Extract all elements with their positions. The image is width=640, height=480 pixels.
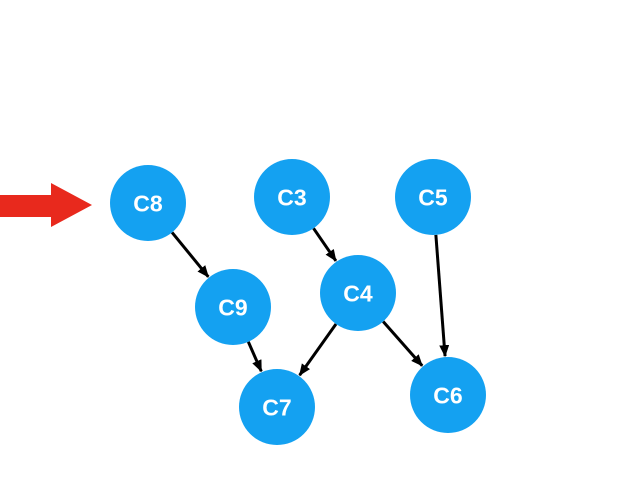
node-C5: [395, 159, 471, 235]
red-pointer-arrow: [0, 183, 92, 227]
pointer-layer: [0, 183, 92, 227]
edge-C4-to-C6: [382, 320, 424, 367]
edge-C9-to-C7: [246, 341, 263, 373]
node-C8: [110, 165, 186, 241]
node-label-C7: C7: [262, 394, 291, 420]
node-C9: [195, 269, 271, 345]
edge-C5-to-C6: [434, 234, 450, 358]
node-label-C8: C8: [133, 190, 163, 216]
node-C3: [254, 159, 330, 235]
node-label-C3: C3: [277, 184, 306, 210]
node-C6: [410, 357, 486, 433]
edge-C8-to-C9: [170, 231, 210, 278]
edge-C4-to-C7: [298, 323, 338, 377]
graph-edges: [170, 227, 450, 377]
node-C7: [239, 369, 315, 445]
edge-C3-to-C4: [312, 227, 338, 262]
node-label-C6: C6: [433, 382, 462, 408]
node-label-C4: C4: [343, 280, 373, 306]
node-label-C9: C9: [218, 294, 247, 320]
node-label-C5: C5: [418, 184, 448, 210]
node-C4: [320, 255, 396, 331]
